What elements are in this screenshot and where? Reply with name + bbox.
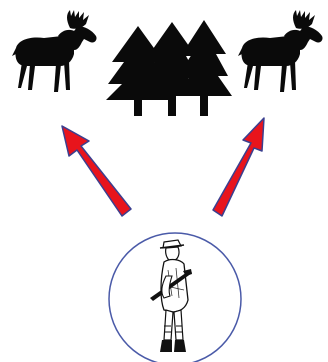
moose-icon bbox=[238, 10, 323, 92]
arrow-to-left-moose bbox=[62, 126, 131, 216]
arrow-to-right-moose bbox=[213, 118, 264, 216]
pine-tree-right bbox=[176, 20, 232, 116]
moose-icon bbox=[12, 10, 97, 92]
pine-trees-icon bbox=[106, 20, 232, 116]
hunter-node bbox=[109, 233, 241, 362]
